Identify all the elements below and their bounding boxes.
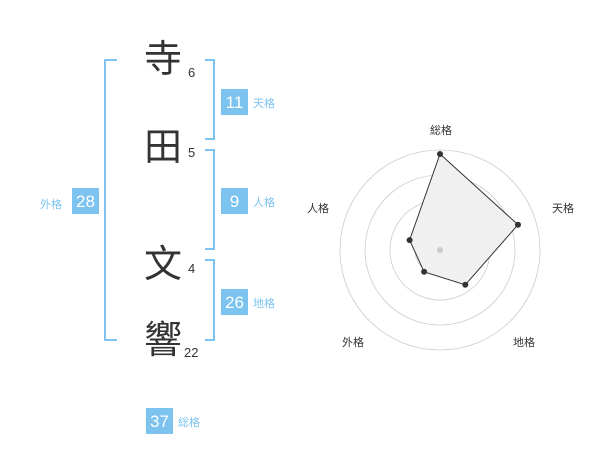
jinkaku-value: 9: [230, 192, 239, 211]
chikaku-label: 地格: [253, 296, 275, 310]
tenkaku-box: [221, 89, 248, 115]
tenkaku-badge: 11 天格: [221, 89, 275, 115]
jinkaku-box: [221, 188, 248, 214]
jinkaku-bracket: [205, 149, 215, 250]
name-char-1: 寺: [144, 37, 182, 81]
radar-point-2: [515, 221, 521, 228]
chikaku-box: [221, 289, 248, 315]
radar-axis-label-4: 外格: [342, 335, 364, 349]
radar-axis-label-3: 地格: [513, 335, 535, 349]
brackets: [104, 59, 215, 341]
radar-chart: 総格 天格 地格 外格 人格: [307, 123, 574, 351]
radar-ring: [339, 149, 541, 351]
radar-point-5: [406, 237, 413, 244]
radar-point-4: [421, 268, 428, 275]
tenkaku-value: 11: [226, 93, 244, 112]
soukaku-box: [146, 408, 173, 434]
gaikaku-value: 28: [76, 192, 95, 211]
soukaku-badge: 37 総格: [146, 408, 200, 434]
name-char-3: 文: [144, 242, 182, 286]
radar-point-3: [462, 281, 469, 288]
stroke-count-4: 22: [184, 345, 198, 360]
gaikaku-badge: 外格 28: [40, 188, 99, 214]
tenkaku-label: 天格: [253, 96, 275, 110]
radar-axis-label-1: 総格: [430, 123, 452, 137]
name-char-2: 田: [144, 125, 182, 169]
gaikaku-label: 外格: [40, 197, 62, 211]
radar-point-1: [437, 151, 443, 157]
chikaku-value: 26: [225, 293, 244, 312]
jinkaku-label: 人格: [253, 195, 275, 209]
tenkaku-bracket: [205, 59, 215, 140]
radar-area: [409, 153, 519, 286]
gaikaku-bracket: [104, 59, 117, 341]
name-char-4: 響: [144, 318, 182, 362]
radar-axis-label-5: 人格: [307, 201, 329, 215]
radar-points: [406, 151, 521, 288]
jinkaku-badge: 9 人格: [221, 188, 275, 214]
soukaku-label: 総格: [178, 415, 200, 429]
stroke-count-3: 4: [188, 261, 195, 276]
stroke-count-1: 6: [188, 65, 195, 80]
soukaku-value: 37: [150, 412, 169, 431]
radar-axis-label-2: 天格: [552, 201, 574, 215]
gaikaku-box: [72, 188, 99, 214]
chikaku-bracket: [205, 259, 215, 341]
radar-center: [437, 247, 443, 253]
stroke-count-2: 5: [188, 145, 195, 160]
chikaku-badge: 26 地格: [221, 289, 275, 315]
